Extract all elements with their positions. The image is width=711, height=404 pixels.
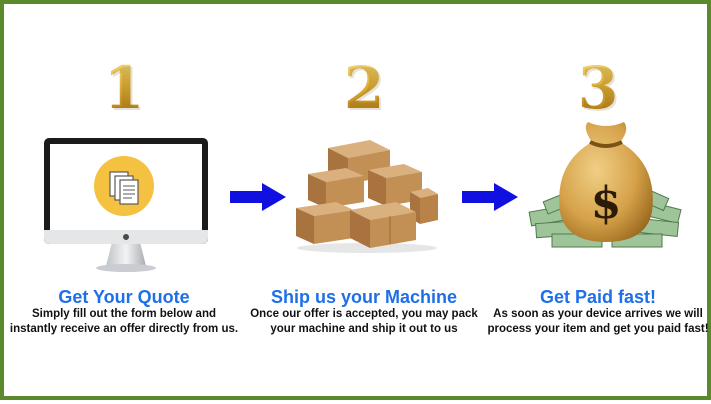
boxes-icon (296, 140, 438, 253)
step-description: Simply fill out the form below and insta… (9, 308, 239, 335)
step-3: 3 $ (482, 4, 711, 404)
step-1: 1 Get Your Quot (8, 4, 240, 404)
arrow-right-icon (462, 183, 518, 211)
svg-text:$: $ (591, 178, 622, 229)
step-title: Get Your Quote (58, 287, 190, 307)
step-2: 2 (248, 4, 480, 404)
step-title: Get Paid fast! (539, 287, 657, 307)
step-number: 3 (482, 59, 711, 117)
step-description: As soon as your device arrives we will p… (487, 308, 709, 335)
money-bag-icon: $ (528, 122, 682, 248)
step-number: 2 (248, 59, 480, 117)
step-number: 1 (8, 59, 240, 117)
step-description: Once our offer is accepted, you may pack… (250, 308, 478, 335)
step-title: Ship us your Machine (270, 287, 458, 307)
arrow-right-icon (230, 183, 286, 211)
monitor-icon (44, 138, 208, 272)
